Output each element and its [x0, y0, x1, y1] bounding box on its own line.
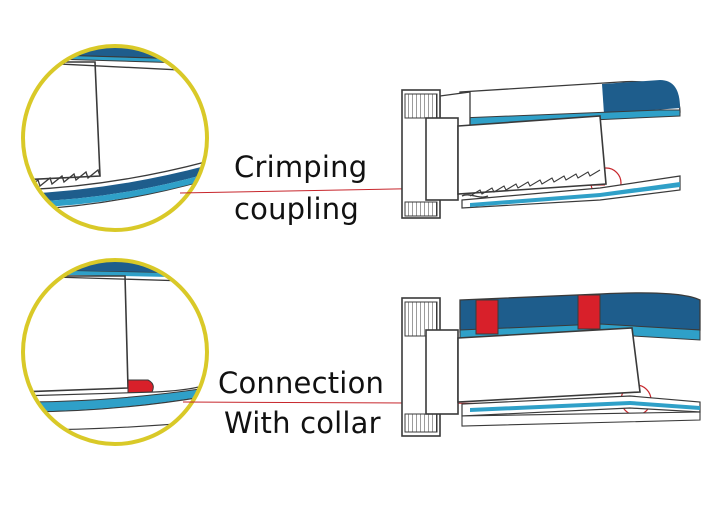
bottom-label-line1: Connection — [218, 366, 385, 400]
bottom-label-line2: With collar — [224, 406, 381, 440]
bottom-detail-circle — [21, 258, 209, 446]
top-detail-circle — [21, 44, 209, 232]
top-label-line1: Crimping — [234, 150, 368, 184]
top-label-line2: coupling — [234, 192, 359, 226]
bottom-collar-coupling — [401, 292, 701, 437]
top-crimping-coupling — [401, 80, 681, 219]
